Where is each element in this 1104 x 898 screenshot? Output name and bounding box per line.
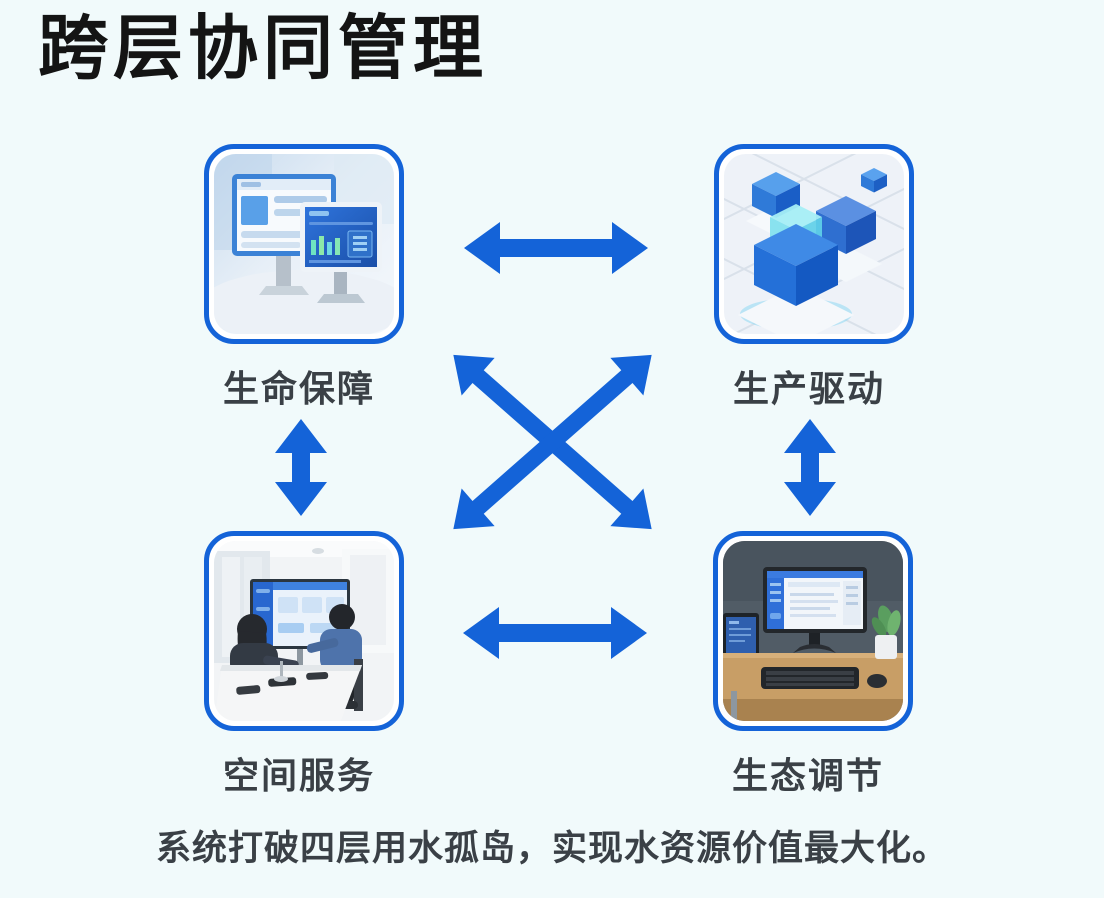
double-arrow-vertical-left-icon [275,419,327,516]
node-label-space-service: 空间服务 [222,755,375,796]
monitor-right-dashboard [300,202,382,303]
node-tile-ecology-regulation [713,531,913,731]
dual-monitors-illustration [214,154,394,334]
node-tile-life-support [204,144,404,344]
isometric-cubes-illustration [724,154,904,334]
mouse [867,674,887,688]
page-title: 跨层协同管理 [38,9,488,87]
cube-medium-right [810,196,882,282]
desk [723,653,903,721]
desktop-workstation-illustration [723,541,903,721]
main-monitor [763,567,867,653]
node-label-ecology-regulation: 生态调节 [731,755,884,796]
node-label-production-drive: 生产驱动 [732,368,885,409]
node-label-life-support: 生命保障 [222,368,375,409]
double-arrow-horizontal-top-icon [464,222,648,274]
cube-large-glass [738,204,854,334]
conference-desk [214,661,362,721]
meeting-room-illustration [214,541,394,721]
node-tile-space-service [204,531,404,731]
node-tile-production-drive [714,144,914,344]
double-arrow-horizontal-bottom-icon [463,607,647,659]
double-arrow-diagonal-cross-icon [450,352,655,532]
keyboard [761,667,859,689]
double-arrow-vertical-right-icon [784,419,836,516]
plant [871,605,901,659]
caption: 系统打破四层用水孤岛，实现水资源价值最大化。 [155,829,948,868]
cube-tiny-top-right [861,168,887,193]
